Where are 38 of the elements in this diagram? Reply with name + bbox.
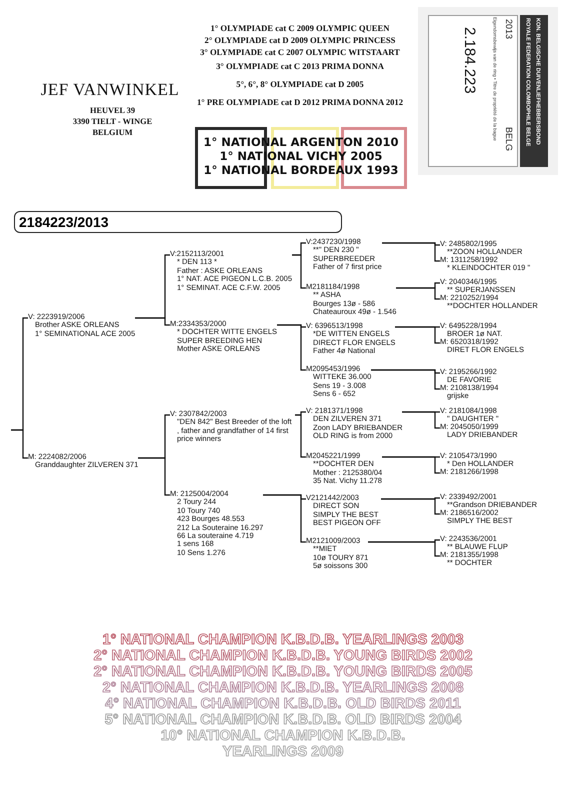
achievement-line: 3° OLYMPIADE cat C 2007 OLYMPIC WITSTAART <box>199 48 401 58</box>
bracket-connector <box>371 369 440 390</box>
bracket-connector <box>277 324 306 371</box>
ring-text: BELG <box>504 127 513 152</box>
ring-number: 2.184.223 <box>462 27 477 94</box>
ring-card <box>418 7 558 175</box>
address-line: 3390 TIELT - WINGE <box>72 117 154 127</box>
ring-text: 2013 <box>504 19 513 40</box>
achievement-line: 2° OLYMPIADE cat D 2009 OLYMPIC PRINCESS <box>204 36 396 46</box>
bracket-connector <box>295 414 306 458</box>
bracket-connector <box>402 411 440 429</box>
bracket-connector <box>396 287 440 300</box>
bracket-connector <box>11 429 28 459</box>
bracket-connector <box>382 242 440 262</box>
bracket-connector <box>381 498 440 515</box>
bracket-connector <box>395 326 440 344</box>
achievement-line: 1° PRE OLYMPIADE cat D 2012 PRIMA DONNA 2012 <box>196 98 404 108</box>
championship-line: 2° NATIONAL CHAMPION K.B.D.B. YOUNG BIRDS 2005 <box>92 664 474 680</box>
championship-line: 5° NATIONAL CHAMPION K.B.D.B. OLD BIRDS 2004 <box>104 712 463 728</box>
bracket-connector <box>135 317 170 326</box>
championship-line: 4° NATIONAL CHAMPION K.B.D.B. OLD BIRDS 2011 <box>104 696 462 712</box>
achievement-line: 3° OLYMPIADE cat C 2013 PRIMA DONNA <box>215 62 385 72</box>
championship-line: 1° NATIONAL CHAMPION K.B.D.B. YEARLINGS 2003 <box>101 632 465 648</box>
bracket-connector <box>292 254 306 289</box>
achievement-line: 1° OLYMPIADE cat C 2009 OLYMPIC QUEEN <box>210 24 390 34</box>
championship-line: 2° NATIONAL CHAMPION K.B.D.B. YOUNG BIRDS 2002 <box>92 648 474 664</box>
address-line: BELGIUM <box>91 128 134 138</box>
bracket-connector <box>368 541 440 557</box>
breeder-name: JEF VANWINKEL <box>40 80 180 100</box>
bracket-connector <box>138 457 170 496</box>
bracket-connector <box>263 494 306 543</box>
bracket-connector <box>382 456 440 474</box>
championship-line: 10° NATIONAL CHAMPION K.B.D.B. YEARLINGS 2009 <box>160 728 406 760</box>
achievement-line: 5°, 6°, 8° OLYMPIADE cat D 2005 <box>235 80 365 90</box>
ring-number: 2184223/2013 <box>19 214 109 230</box>
title-frame <box>14 211 342 233</box>
championship-line: 2° NATIONAL CHAMPION K.B.D.B. YEARLINGS 2008 <box>101 680 465 696</box>
address-line: HEUVEL 39 <box>89 106 136 116</box>
